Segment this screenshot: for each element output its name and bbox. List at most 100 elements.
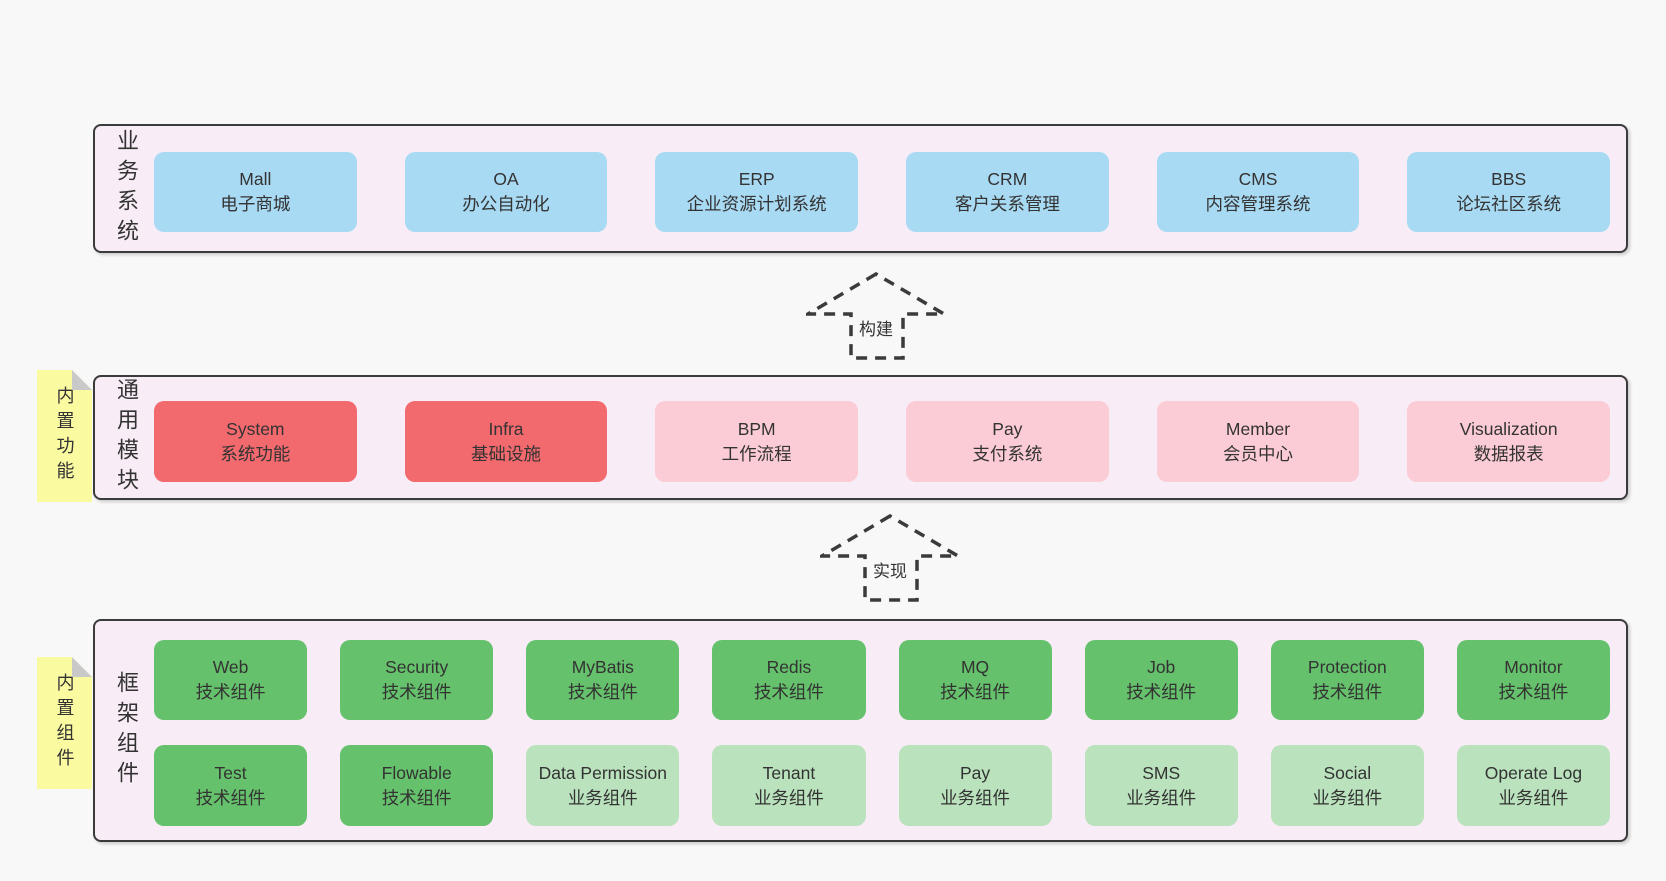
box-title: Web (212, 657, 249, 677)
box-erp: ERP 企业资源计划系统 (655, 152, 859, 232)
framework-components-row-1: Web 技术组件 Security 技术组件 MyBatis 技术组件 Redi… (154, 640, 1610, 720)
box-title: Redis (766, 657, 812, 677)
box-subtitle: 基础设施 (471, 443, 541, 464)
box-title: CMS (1238, 169, 1278, 189)
box-title: Test (214, 762, 247, 783)
box-subtitle: 技术组件 (1498, 682, 1569, 702)
box-subtitle: 技术组件 (195, 682, 266, 702)
box-title: Monitor (1504, 657, 1563, 677)
box-title: Security (385, 657, 449, 677)
box-title: Visualization (1459, 418, 1558, 439)
box-subtitle: 客户关系管理 (954, 194, 1060, 214)
box-pay: Pay 支付系统 (906, 401, 1109, 482)
note-builtin-components-label: 内置组件 (54, 673, 75, 773)
box-sms: SMS 业务组件 (1084, 745, 1238, 826)
box-subtitle: 内容管理系统 (1205, 194, 1311, 214)
box-title: Pay (959, 762, 991, 783)
box-social: Social 业务组件 (1270, 745, 1424, 826)
layer-label-common-modules: 通用模块 (114, 377, 139, 498)
box-subtitle: 电子商城 (220, 194, 291, 214)
box-oa: OA 办公自动化 (404, 152, 608, 232)
arrow-build: 构建 (806, 272, 946, 360)
box-monitor: Monitor 技术组件 (1456, 640, 1610, 720)
arrow-implement: 实现 (820, 514, 960, 602)
box-mall: Mall 电子商城 (154, 152, 357, 232)
box-system: System 系统功能 (154, 401, 357, 482)
box-title: System (226, 418, 285, 439)
note-builtin-components: 内置组件 (37, 657, 92, 789)
box-subtitle: 技术组件 (195, 787, 266, 808)
box-operate-log: Operate Log 业务组件 (1456, 745, 1610, 826)
box-bbs: BBS 论坛社区系统 (1407, 152, 1611, 232)
box-crm: CRM 客户关系管理 (906, 152, 1109, 232)
box-security: Security 技术组件 (340, 640, 494, 720)
box-title: Job (1147, 657, 1176, 677)
box-subtitle: 会员中心 (1223, 443, 1294, 464)
layer-label-business-systems: 业务系统 (114, 128, 139, 249)
box-subtitle: 工作流程 (721, 443, 792, 464)
box-visualization: Visualization 数据报表 (1407, 401, 1611, 482)
box-subtitle: 论坛社区系统 (1456, 194, 1562, 214)
box-title: Flowable (381, 762, 452, 783)
box-subtitle: 系统功能 (220, 443, 291, 464)
box-test: Test 技术组件 (154, 745, 308, 826)
box-title: Operate Log (1484, 762, 1583, 783)
arrow-implement-label: 实现 (870, 555, 910, 584)
box-title: SMS (1142, 762, 1181, 783)
box-subtitle: 业务组件 (1126, 787, 1197, 808)
business-systems-row: Mall 电子商城 OA 办公自动化 ERP 企业资源计划系统 CRM 客户关系… (154, 152, 1611, 232)
box-subtitle: 技术组件 (940, 682, 1011, 702)
box-title: Data Permission (538, 762, 667, 783)
box-title: ERP (738, 169, 775, 189)
common-modules-row: System 系统功能 Infra 基础设施 BPM 工作流程 Pay 支付系统… (154, 401, 1611, 482)
box-subtitle: 业务组件 (567, 787, 638, 808)
box-protection: Protection 技术组件 (1270, 640, 1424, 720)
box-mq: MQ 技术组件 (898, 640, 1052, 720)
box-title: Protection (1307, 657, 1387, 677)
box-title: Tenant (762, 762, 816, 783)
box-subtitle: 支付系统 (972, 443, 1043, 464)
box-bpm: BPM 工作流程 (655, 401, 859, 482)
box-subtitle: 技术组件 (381, 682, 452, 702)
box-title: Pay (992, 418, 1023, 439)
box-data-permission: Data Permission 业务组件 (526, 745, 680, 826)
box-cms: CMS 内容管理系统 (1156, 152, 1360, 232)
box-subtitle: 业务组件 (1498, 787, 1569, 808)
box-title: Infra (488, 418, 524, 439)
up-arrow-dashed-icon (806, 272, 946, 360)
box-subtitle: 技术组件 (753, 682, 824, 702)
box-tenant: Tenant 业务组件 (712, 745, 866, 826)
box-job: Job 技术组件 (1084, 640, 1238, 720)
box-title: Member (1225, 418, 1291, 439)
box-title: MQ (960, 657, 990, 677)
box-title: BPM (737, 418, 776, 439)
folded-corner-icon (72, 370, 92, 390)
box-subtitle: 业务组件 (1312, 787, 1383, 808)
box-infra: Infra 基础设施 (404, 401, 608, 482)
note-builtin-features: 内置功能 (37, 370, 92, 502)
box-title: Mall (239, 169, 272, 189)
layer-label-framework-components: 框架组件 (114, 670, 139, 791)
up-arrow-dashed-icon (820, 514, 960, 602)
box-title: MyBatis (571, 657, 634, 677)
layer-common-modules: 通用模块 System 系统功能 Infra 基础设施 BPM 工作流程 Pay… (93, 375, 1628, 500)
arrow-build-label: 构建 (856, 313, 896, 342)
box-title: CRM (987, 169, 1028, 189)
box-subtitle: 技术组件 (567, 682, 638, 702)
box-flowable: Flowable 技术组件 (340, 745, 494, 826)
box-subtitle: 办公自动化 (462, 194, 550, 214)
box-redis: Redis 技术组件 (712, 640, 866, 720)
box-member: Member 会员中心 (1156, 401, 1360, 482)
box-mybatis: MyBatis 技术组件 (526, 640, 680, 720)
box-subtitle: 业务组件 (753, 787, 824, 808)
note-builtin-features-label: 内置功能 (54, 386, 75, 486)
layer-business-systems: 业务系统 Mall 电子商城 OA 办公自动化 ERP 企业资源计划系统 CRM… (93, 124, 1628, 253)
box-subtitle: 技术组件 (1312, 682, 1383, 702)
box-web: Web 技术组件 (154, 640, 308, 720)
box-subtitle: 技术组件 (381, 787, 452, 808)
box-title: OA (493, 169, 519, 189)
box-title: BBS (1491, 169, 1527, 189)
box-pay-business: Pay 业务组件 (898, 745, 1052, 826)
box-title: Social (1323, 762, 1372, 783)
